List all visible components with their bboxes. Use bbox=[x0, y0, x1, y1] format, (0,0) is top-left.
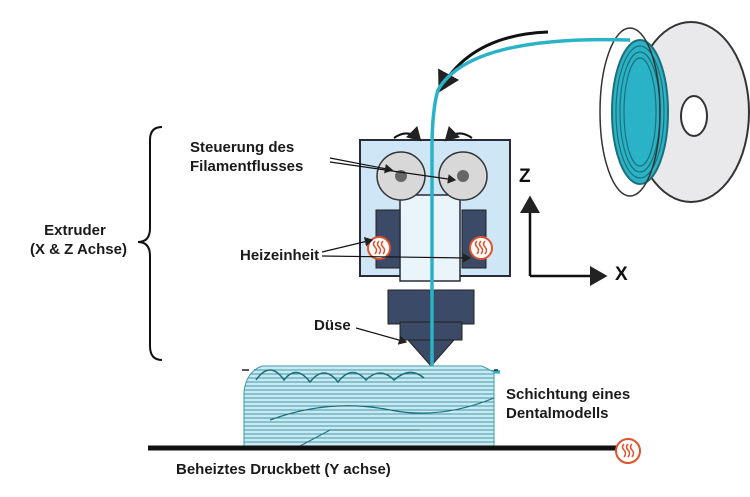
xz-axes bbox=[520, 195, 608, 286]
label-filament-flow-line1: Steuerung des bbox=[190, 139, 295, 156]
dental-model bbox=[243, 365, 495, 447]
label-extruder: Extruder (X & Z Achse) bbox=[30, 221, 127, 259]
heat-icon bbox=[367, 236, 391, 260]
heat-icon bbox=[469, 236, 493, 260]
label-extruder-line1: Extruder bbox=[44, 222, 106, 239]
label-heated-bed: Beheiztes Druckbett (Y achse) bbox=[176, 461, 391, 478]
axis-z-label: Z bbox=[519, 166, 531, 187]
label-layering-line2: Dentalmodells bbox=[506, 405, 609, 422]
filament-spool-icon bbox=[599, 21, 750, 203]
label-heater: Heizeinheit bbox=[240, 247, 320, 264]
label-nozzle: Düse bbox=[314, 317, 351, 334]
extruder-bracket bbox=[137, 126, 163, 361]
feed-roller-left bbox=[376, 151, 426, 201]
axis-x-label: X bbox=[615, 264, 628, 285]
label-layering: Schichtung eines Dentalmodells bbox=[506, 385, 630, 423]
label-filament-flow: Steuerung des Filamentflusses bbox=[190, 138, 303, 176]
curved-arrow-icon bbox=[438, 30, 549, 93]
label-layering-line1: Schichtung eines bbox=[506, 386, 631, 403]
heat-icon bbox=[615, 438, 641, 464]
feed-roller-right bbox=[438, 151, 488, 201]
label-filament-flow-line2: Filamentflusses bbox=[190, 158, 304, 175]
label-extruder-line2: (X & Z Achse) bbox=[30, 241, 127, 258]
